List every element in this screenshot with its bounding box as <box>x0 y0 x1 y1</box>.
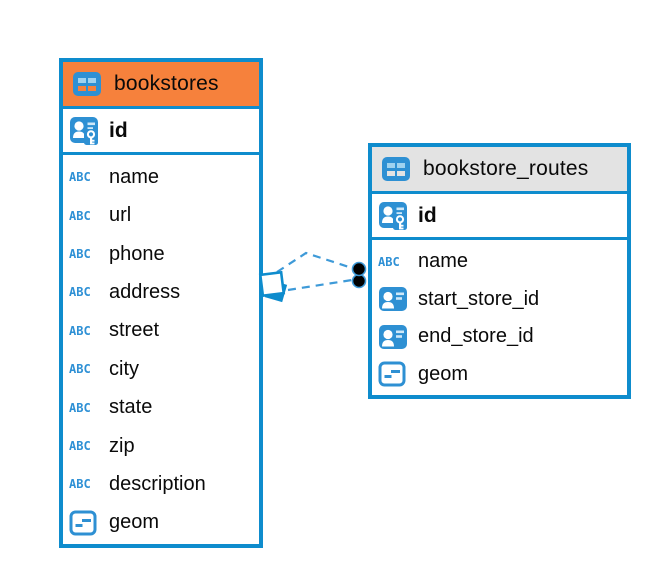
column-label: city <box>109 357 139 380</box>
relationship-line-start-store[interactable] <box>276 251 353 273</box>
column-label: state <box>109 396 153 419</box>
geometry-icon <box>69 510 102 536</box>
entity-bookstores[interactable]: bookstores id A <box>59 58 263 548</box>
column-label: name <box>418 250 469 273</box>
column-label: street <box>109 319 160 342</box>
varchar-icon: ABC <box>378 254 400 269</box>
entity-header-bookstore-routes[interactable]: bookstore_routes <box>372 147 627 194</box>
column-list: ABC name ABC url ABC phone ABC address A… <box>63 155 259 544</box>
entity-header-bookstores[interactable]: bookstores <box>63 62 259 109</box>
table-icon <box>72 71 105 97</box>
column-row[interactable]: ABC state <box>63 388 259 426</box>
column-row[interactable]: start_store_id <box>372 281 627 319</box>
relationship-line-end-store[interactable] <box>287 278 353 292</box>
column-row[interactable]: ABC name <box>63 158 259 196</box>
relationship-target-dots <box>351 261 367 289</box>
varchar-icon: ABC <box>69 439 91 454</box>
geometry-icon <box>378 361 411 387</box>
column-label: id <box>109 118 128 142</box>
reference-icon <box>378 286 411 312</box>
column-row[interactable]: ABC url <box>63 196 259 234</box>
column-row[interactable]: ABC street <box>63 312 259 350</box>
relationship-source-diamond <box>258 270 288 303</box>
column-label: url <box>109 204 132 227</box>
varchar-icon: ABC <box>69 247 91 262</box>
table-icon <box>381 156 414 182</box>
varchar-icon: ABC <box>69 362 91 377</box>
column-row[interactable]: ABC name <box>372 243 627 281</box>
column-label: address <box>109 280 181 303</box>
column-label: id <box>418 203 437 227</box>
column-row[interactable]: geom <box>372 356 627 394</box>
varchar-icon: ABC <box>69 323 91 338</box>
column-label: geom <box>418 362 469 385</box>
column-row-id[interactable]: id <box>63 109 259 155</box>
column-label: zip <box>109 434 135 457</box>
column-label: start_store_id <box>418 287 540 310</box>
varchar-icon: ABC <box>69 477 91 492</box>
entity-bookstore-routes[interactable]: bookstore_routes id <box>368 143 631 399</box>
column-row[interactable]: ABC phone <box>63 235 259 273</box>
reference-icon <box>378 324 411 350</box>
column-label: name <box>109 165 160 188</box>
varchar-icon: ABC <box>69 170 91 185</box>
column-label: end_store_id <box>418 325 534 348</box>
primary-key-icon <box>378 201 411 231</box>
column-label: geom <box>109 511 160 534</box>
varchar-icon: ABC <box>69 208 91 223</box>
column-label: phone <box>109 242 165 265</box>
varchar-icon: ABC <box>69 285 91 300</box>
column-list: ABC name start_store_id <box>372 240 627 395</box>
column-row[interactable]: geom <box>63 504 259 542</box>
column-row[interactable]: ABC address <box>63 273 259 311</box>
table-title: bookstores <box>114 72 219 95</box>
primary-key-icon <box>69 116 102 146</box>
column-label: description <box>109 472 206 495</box>
column-row[interactable]: ABC description <box>63 465 259 503</box>
column-row[interactable]: ABC zip <box>63 427 259 465</box>
varchar-icon: ABC <box>69 400 91 415</box>
column-row[interactable]: ABC city <box>63 350 259 388</box>
table-title: bookstore_routes <box>423 157 589 180</box>
column-row-id[interactable]: id <box>372 194 627 240</box>
column-row[interactable]: end_store_id <box>372 318 627 356</box>
